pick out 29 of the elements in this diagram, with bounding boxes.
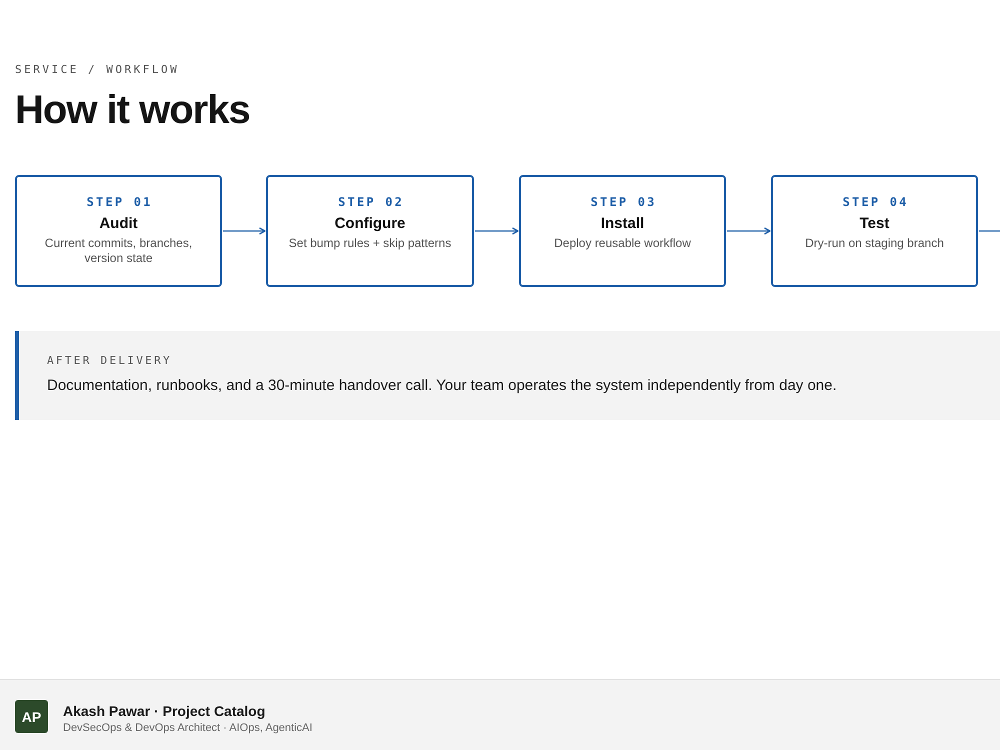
step-number: STEP 03 <box>590 194 657 210</box>
arrow <box>727 227 771 235</box>
step-number: STEP 04 <box>842 194 909 210</box>
step-card <box>519 175 726 287</box>
section-eyebrow: SERVICE / WORKFLOW <box>15 62 180 78</box>
step-number: STEP 02 <box>337 194 404 210</box>
author-role: DevSecOps & DevOps Architect · AIOps, AgenticAI <box>63 721 312 735</box>
author-name: Akash Pawar · Project Catalog <box>63 702 266 720</box>
step-description: Deploy reusable workflow <box>554 236 691 251</box>
step-title: Configure <box>334 214 406 234</box>
step-card <box>15 175 222 287</box>
page-title: How it works <box>15 87 250 133</box>
step-card <box>771 175 978 287</box>
arrow <box>223 227 266 235</box>
step-number: STEP 01 <box>86 194 153 210</box>
step-card <box>266 175 474 287</box>
callout-text: Documentation, runbooks, and a 30-minute handover call. Your team operates the system independently from day one. <box>47 376 837 396</box>
callout-heading: AFTER DELIVERY <box>47 353 172 369</box>
arrow <box>475 227 519 235</box>
callout-panel <box>15 331 1000 420</box>
step-description: Dry-run on staging branch <box>805 236 944 251</box>
initials-avatar: AP <box>15 700 48 733</box>
step-description: Current commits, branches, version state <box>44 236 194 266</box>
footer-bar <box>0 679 1000 750</box>
connector-line <box>979 230 1000 232</box>
step-title: Test <box>860 214 890 234</box>
step-title: Install <box>600 214 644 234</box>
step-description: Set bump rules + skip patterns <box>288 236 452 251</box>
step-title: Audit <box>99 214 138 234</box>
